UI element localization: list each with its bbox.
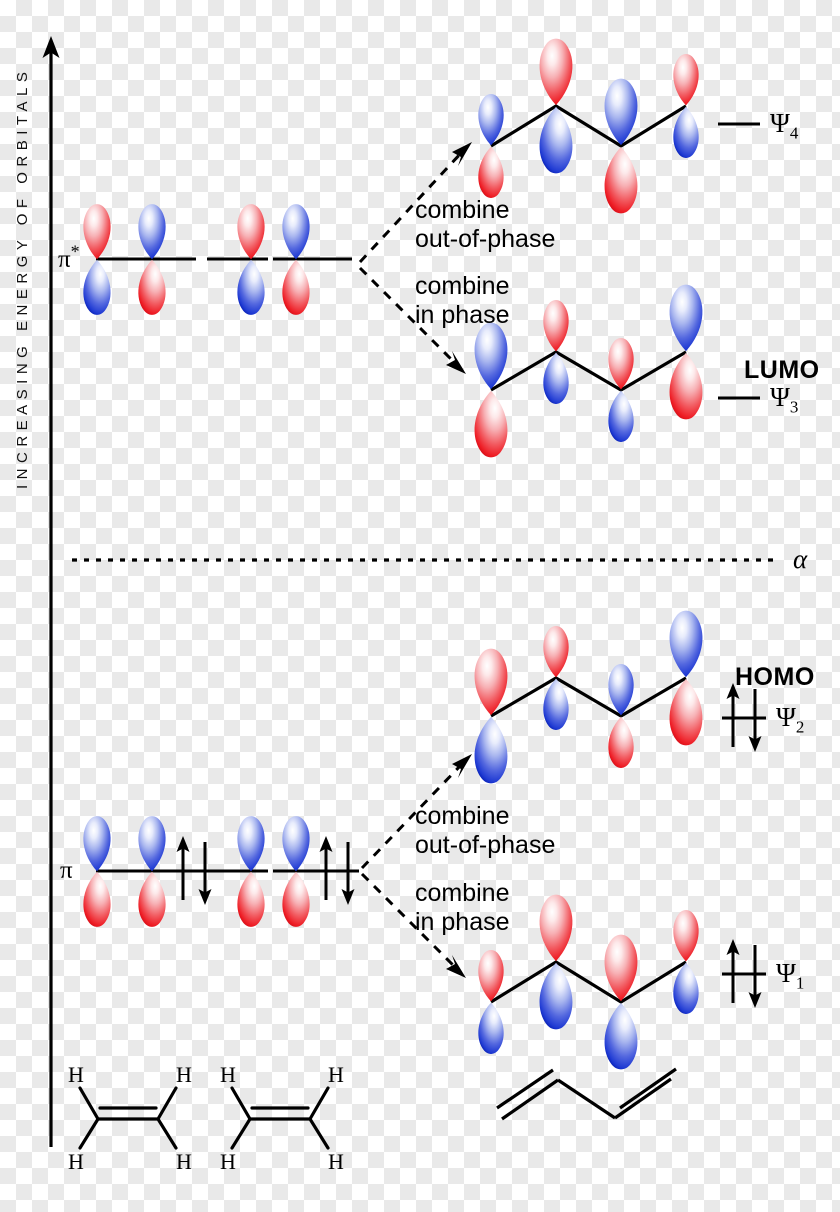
annotation-in-phase-upper: combine in phase (415, 272, 510, 330)
psi-subscript: 3 (789, 397, 799, 417)
hydrogen-label: H (328, 1062, 344, 1087)
level-pi (83, 816, 359, 927)
structure-ethylene-left (78, 1086, 178, 1150)
psi-subscript: 1 (795, 973, 805, 993)
annotation-line-2: in phase (415, 908, 510, 936)
mo-label-psi3: Ψ3 (770, 382, 798, 417)
mo-psi3 (474, 284, 760, 458)
electron-pair-psi1 (722, 939, 766, 1008)
hydrogen-label: H (220, 1062, 236, 1087)
psi-glyph: Ψ (770, 382, 790, 412)
annotation-in-phase-lower: combine in phase (415, 879, 510, 937)
badge-homo: HOMO (735, 663, 815, 692)
hydrogen-label: H (220, 1149, 236, 1174)
hydrogen-label: H (328, 1149, 344, 1174)
psi-glyph: Ψ (776, 702, 796, 732)
badge-lumo: LUMO (744, 356, 820, 385)
annotation-line-1: combine (415, 272, 510, 300)
mo-psi2 (474, 610, 766, 784)
level-label-pi-star: π* (58, 242, 80, 274)
energy-axis (42, 36, 60, 1147)
annotation-line-2: out-of-phase (415, 225, 556, 253)
correlation-arrows-upper (358, 142, 472, 374)
correlation-arrows-lower (360, 754, 472, 978)
lumo-text: LUMO (744, 356, 820, 384)
annotation-line-1: combine (415, 802, 510, 830)
psi-glyph: Ψ (776, 958, 796, 988)
annotation-line-1: combine (415, 879, 510, 907)
annotation-out-of-phase-upper: combine out-of-phase (415, 196, 555, 254)
mo-psi4 (478, 38, 760, 214)
hydrogen-label: H (68, 1149, 84, 1174)
annotation-line-1: combine (415, 196, 510, 224)
psi-subscript: 2 (795, 717, 805, 737)
alpha-text: α (793, 544, 808, 574)
hydrogen-label: H (176, 1062, 192, 1087)
structure-butadiene (496, 1067, 677, 1121)
level-pi-star (83, 204, 352, 315)
alpha-label: α (793, 544, 807, 575)
pi-text: π (60, 857, 73, 884)
psi-subscript: 4 (789, 123, 799, 143)
hydrogen-label: H (176, 1149, 192, 1174)
electron-pair-pi-1 (172, 836, 216, 905)
mo-psi1 (478, 894, 766, 1070)
level-label-pi: π (60, 857, 73, 885)
homo-text: HOMO (735, 663, 815, 691)
electron-pair-pi-2 (315, 836, 359, 905)
annotation-line-2: in phase (415, 301, 510, 329)
pi-star-text: π* (58, 242, 80, 274)
mo-label-psi1: Ψ1 (776, 958, 804, 993)
structure-ethylene-right (230, 1086, 330, 1150)
annotation-out-of-phase-lower: combine out-of-phase (415, 802, 555, 860)
mo-label-psi2: Ψ2 (776, 702, 804, 737)
electron-pair-psi2 (722, 683, 766, 752)
hydrogen-label: H (68, 1062, 84, 1087)
psi-glyph: Ψ (770, 108, 790, 138)
mo-label-psi4: Ψ4 (770, 108, 798, 143)
annotation-line-2: out-of-phase (415, 831, 556, 859)
